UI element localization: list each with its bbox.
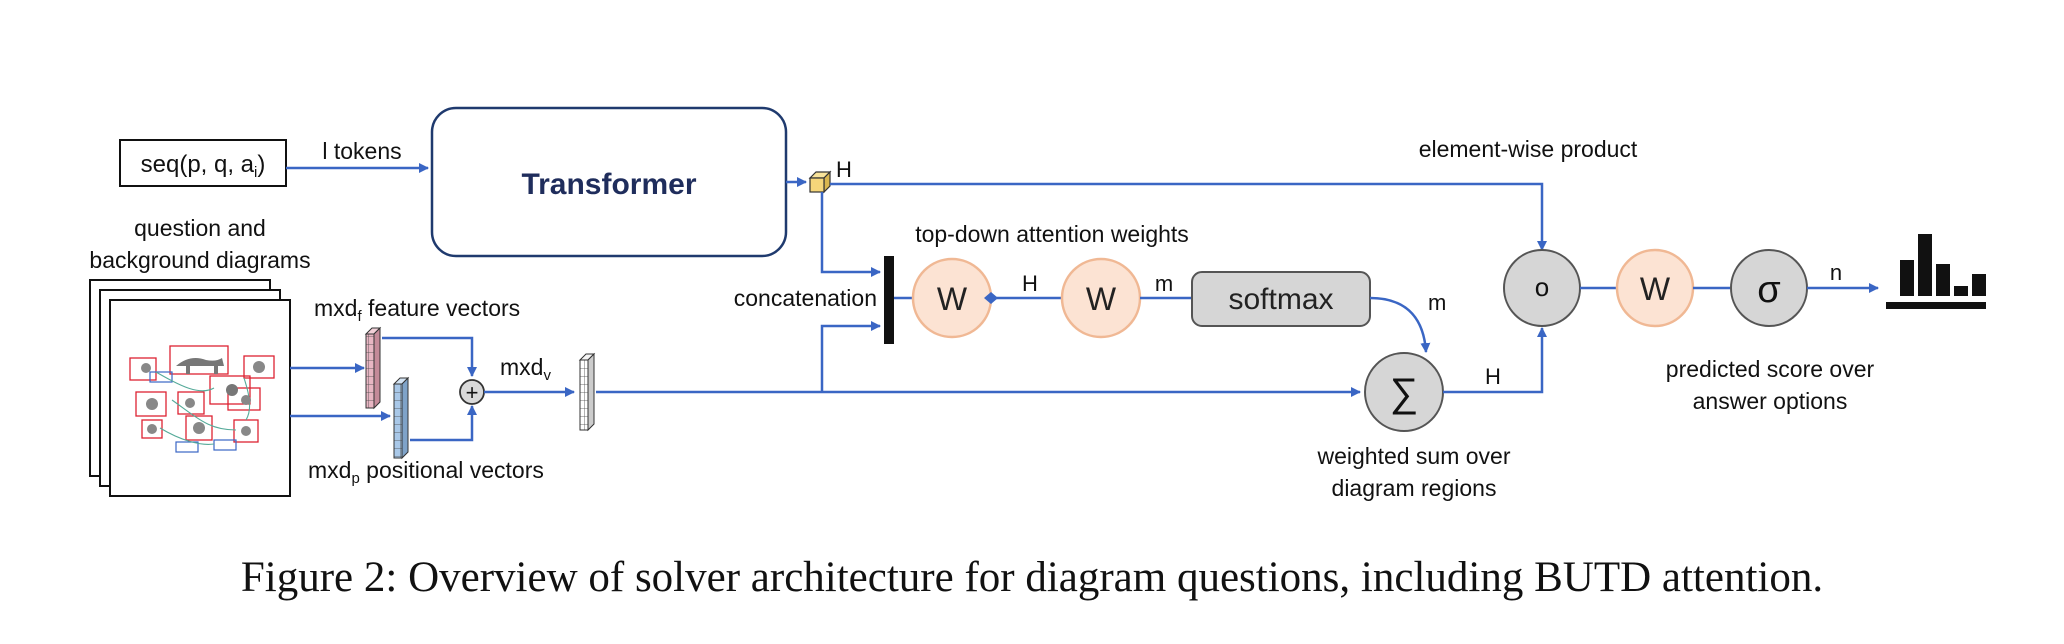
question-diagrams-label-1: question and [134,215,266,241]
m-label-1: m [1155,271,1173,296]
concatenation-bar [884,256,894,344]
input-seq-prefix: seq(p, q, a [141,151,255,178]
weighted-sum-label-2: diagram regions [1332,475,1497,501]
concatenation-label: concatenation [734,285,877,311]
weight-node-w1: W [911,257,993,339]
svg-text:∑: ∑ [1390,371,1419,415]
arrow-features-to-plus [382,336,477,377]
positional-vectors [392,376,410,460]
svg-text:W: W [1640,271,1671,307]
input-seq-suffix: ) [257,151,265,178]
feature-vectors-label: mxdf feature vectors [314,295,520,325]
combined-vectors [578,352,596,432]
diagram-thumbnail-icon [129,345,275,453]
arrow-softmax-to-sum [1369,296,1431,353]
arrow-sum-to-product [1443,327,1547,394]
topdown-label: top-down attention weights [915,221,1189,247]
weighted-sum-node: ∑ [1364,352,1444,432]
hidden-state-cube [808,170,832,194]
diagram-stack [89,279,291,497]
feature-vectors [364,326,382,410]
figure-caption: Figure 2: Overview of solver architectur… [241,554,1823,601]
arrow-hidden-to-concat [820,192,881,277]
elementwise-label: element-wise product [1419,136,1638,162]
softmax-block: softmax [1191,271,1371,327]
n-label: n [1830,260,1842,285]
tokens-label: l tokens [322,138,401,164]
sigmoid-node: σ [1730,249,1808,327]
question-diagrams-label-2: background diagrams [89,247,310,273]
h-label-transformer: H [836,157,852,182]
input-seq-subscript: i [254,164,257,181]
h-label-sum: H [1485,364,1501,389]
positional-vectors-label: mxdp positional vectors [308,457,544,487]
predicted-score-label-2: answer options [1693,388,1848,414]
diamond-connector [984,292,998,304]
weight-node-w2: W [1060,257,1142,339]
add-circle-icon: + [459,379,485,405]
svg-text:softmax: softmax [1228,283,1333,316]
predicted-score-label-1: predicted score over [1666,356,1875,382]
svg-text:o: o [1535,272,1549,302]
m-label-2: m [1428,290,1446,315]
arrow-hidden-to-product [830,182,1547,251]
arrow-combined-to-concat [820,321,881,392]
weighted-sum-label-1: weighted sum over [1316,443,1510,469]
h-label-between-w: H [1022,271,1038,296]
svg-text:W: W [1086,281,1117,317]
bar-chart-icon [1886,234,1986,309]
mxdv-label: mxdv [500,354,551,384]
weight-node-w3: W [1615,248,1695,328]
arrow-positions-to-plus [410,405,477,442]
transformer-label: Transformer [521,168,696,201]
svg-text:σ: σ [1757,269,1780,311]
transformer-block: Transformer [430,106,788,258]
product-node: o [1503,249,1581,327]
input-sequence-box: seq(p, q, ai) [119,139,287,187]
svg-text:+: + [466,380,479,405]
svg-text:seq(p, q, ai): seq(p, q, ai) [141,151,266,181]
svg-text:W: W [937,281,968,317]
